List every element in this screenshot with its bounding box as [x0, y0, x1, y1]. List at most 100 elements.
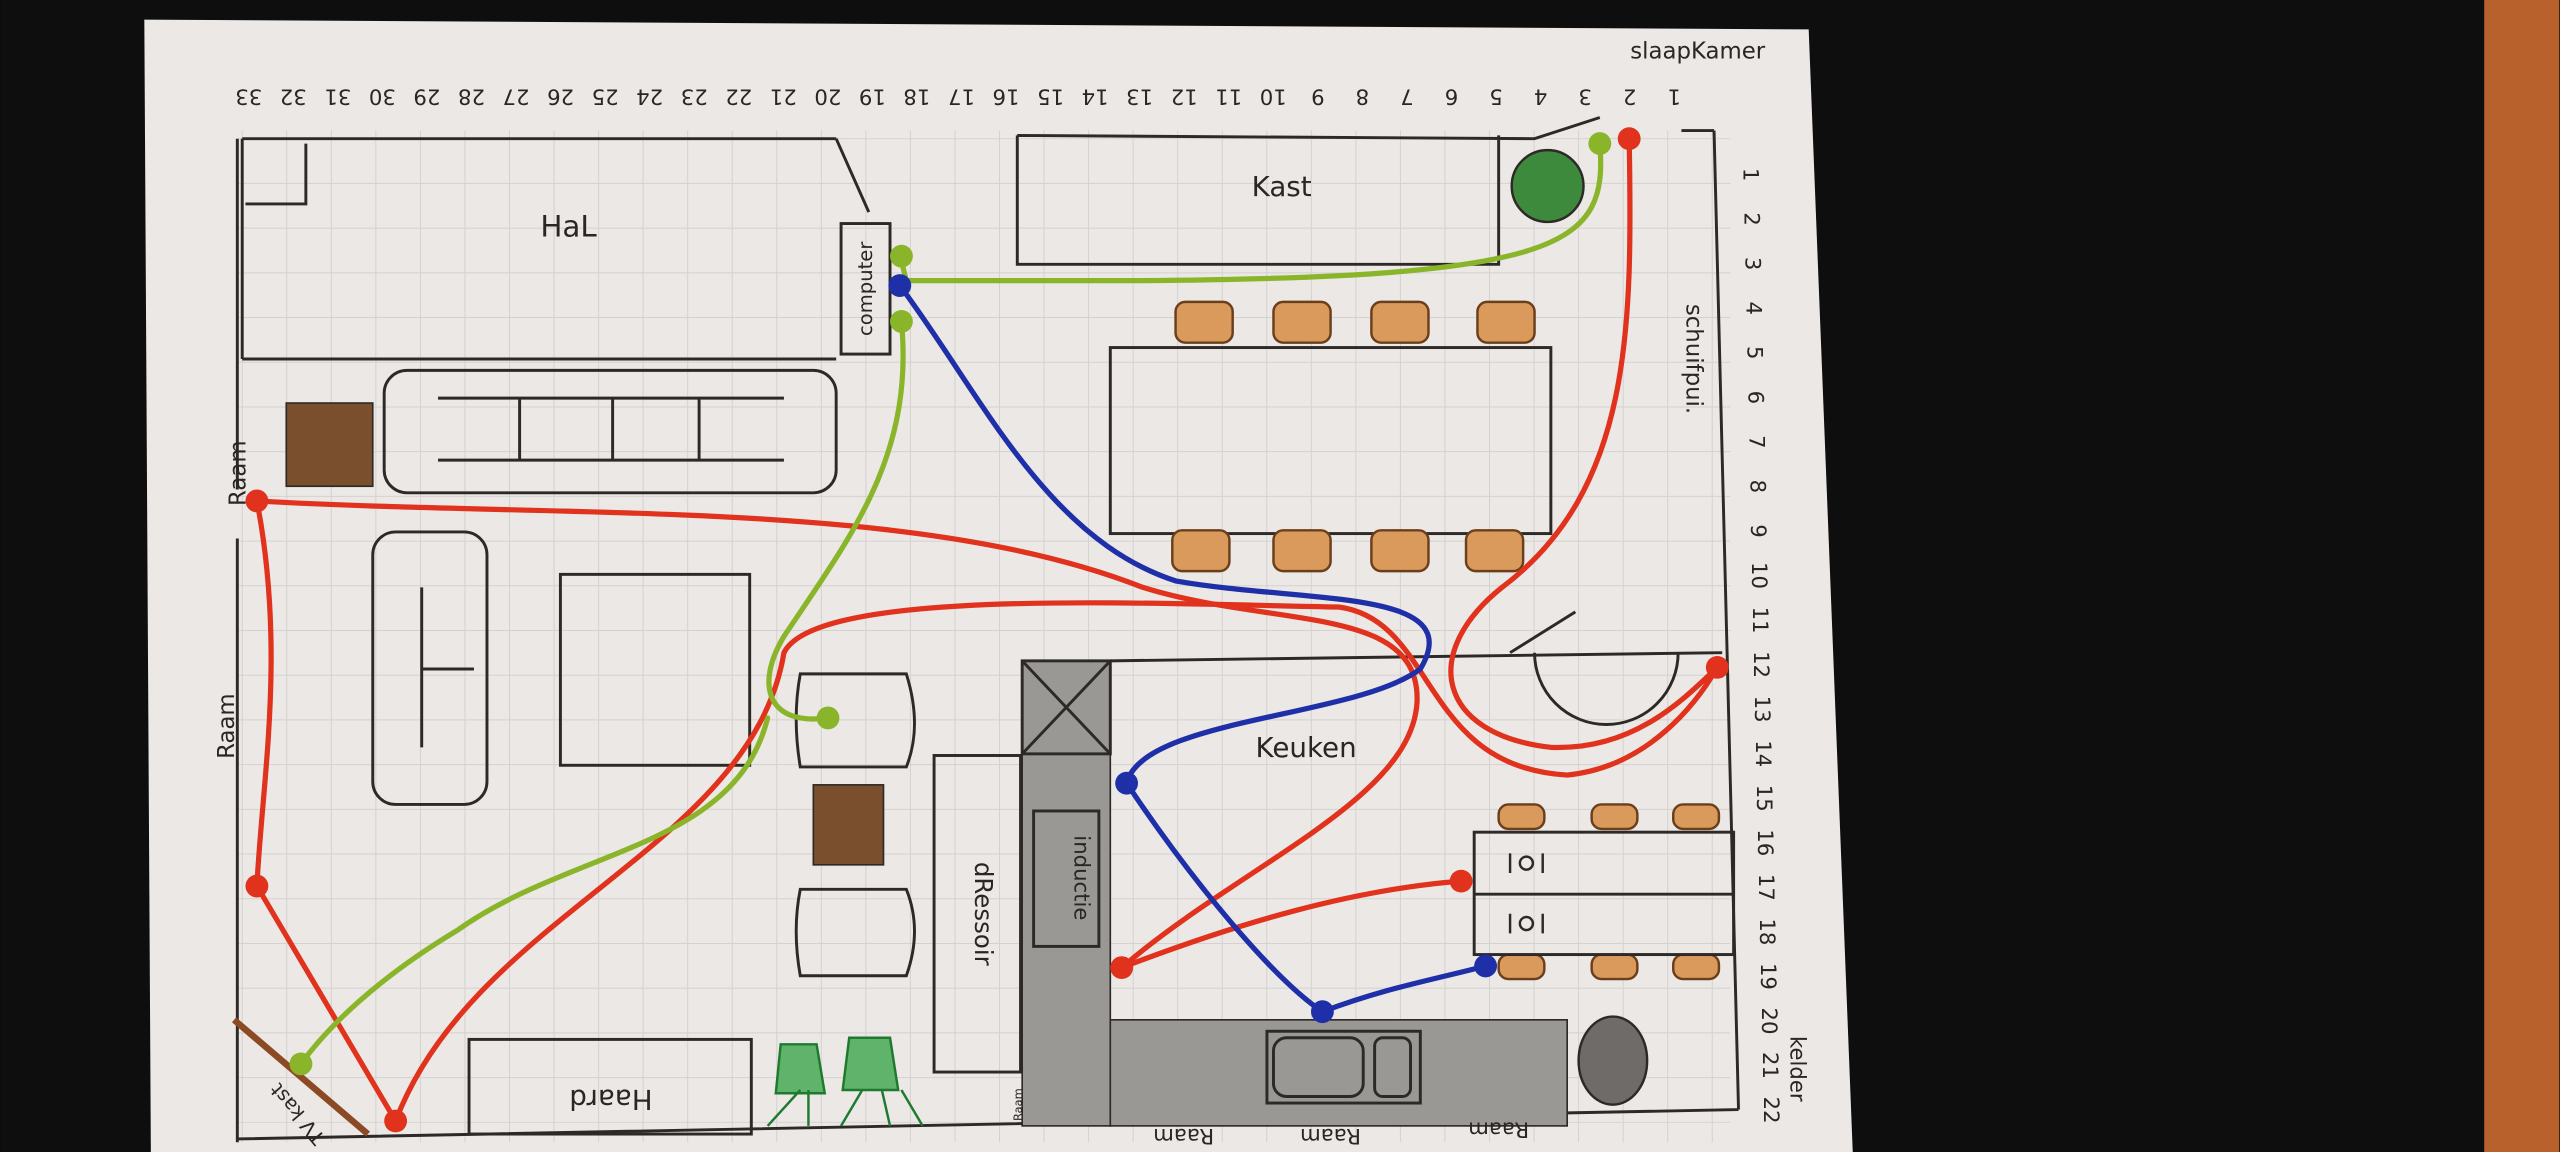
armchair [794, 672, 916, 769]
ruler-number: 13 [1126, 84, 1153, 109]
ruler-number: 31 [324, 84, 351, 109]
chair [1174, 300, 1234, 344]
ruler-number: 8 [1744, 480, 1769, 494]
ruler-number: 17 [948, 84, 975, 109]
ruler-number: 19 [859, 84, 886, 109]
chair [1464, 529, 1525, 573]
side-table [285, 402, 374, 488]
raam-label-bottom-3: Raam [1468, 1117, 1529, 1142]
ruler-number: 12 [1171, 84, 1198, 109]
blue-connection-dot [888, 274, 912, 297]
ruler-number: 2 [1738, 212, 1763, 226]
raam-label-bottom-1: Raam [1153, 1123, 1214, 1148]
computer-label: computer [854, 241, 877, 336]
ruler-number: 15 [1037, 84, 1064, 109]
schuifpui-label: schuifpui. [1680, 304, 1706, 414]
red-connection-dot [1705, 655, 1729, 679]
ruler-number: 4 [1740, 301, 1765, 315]
green-wires [298, 140, 1604, 1067]
red-connection-dot [245, 489, 269, 513]
chair [1272, 529, 1332, 573]
green-wire [298, 715, 771, 1067]
green-connection-dot [890, 244, 913, 268]
ruler-number: 18 [903, 84, 930, 109]
green-connection-dot [1588, 132, 1612, 156]
green-wire [766, 318, 906, 722]
slaapkamer-label: slaapKamer [1630, 39, 1766, 65]
inductie-label: inductie [1068, 835, 1093, 920]
chair [1370, 529, 1430, 573]
ruler-number: 11 [1747, 607, 1772, 634]
kast: Kast [1015, 116, 1601, 266]
ruler-number: 25 [592, 84, 619, 109]
red-wire [254, 498, 399, 1124]
ruler-number: 3 [1739, 257, 1764, 271]
raam-label-bottom-2: Raam [1300, 1123, 1361, 1148]
small-dining-table [1472, 830, 1736, 957]
blue-connection-dot [1311, 1000, 1334, 1024]
green-connection-dot [289, 1052, 313, 1076]
chair [1672, 953, 1721, 981]
ruler-number: 24 [636, 84, 663, 109]
ruler-number: 30 [369, 84, 396, 109]
ruler-number: 11 [1215, 84, 1242, 109]
ruler-number: 15 [1751, 785, 1776, 812]
ruler-number: 3 [1578, 84, 1592, 109]
ruler-number: 20 [814, 84, 841, 109]
red-wires [254, 136, 1720, 1124]
red-connection-dot [384, 1109, 408, 1133]
ruler-number: 2 [1623, 84, 1637, 109]
ruler-number: 7 [1743, 435, 1768, 449]
haard-label: Haard [569, 1083, 652, 1116]
chair [1590, 953, 1639, 981]
ruler-number: 23 [681, 84, 708, 109]
ruler-number: 5 [1489, 84, 1503, 109]
coffee-table [558, 572, 752, 767]
plant-icon [1510, 148, 1585, 224]
ruler-number: 1 [1737, 168, 1762, 182]
chair [1171, 529, 1231, 573]
red-wire [1448, 136, 1720, 750]
plants [766, 1036, 924, 1127]
red-wire [1119, 878, 1464, 971]
red-connection-dot [1449, 869, 1473, 893]
ruler-number: 8 [1356, 84, 1370, 109]
ruler-number: 1 [1667, 84, 1681, 109]
chair [1476, 300, 1536, 344]
hal-label: HaL [540, 210, 597, 244]
trash-bin [1577, 1015, 1649, 1106]
sofa [382, 368, 838, 495]
red-wire [392, 600, 1720, 1124]
ruler-number: 32 [280, 84, 307, 109]
red-connection-dot [245, 874, 269, 898]
ruler-number: 13 [1749, 696, 1774, 723]
ruler-number: 16 [1752, 829, 1777, 856]
ruler-number: 27 [503, 84, 530, 109]
ruler-number: 22 [1758, 1097, 1783, 1124]
chair [1272, 300, 1332, 344]
chair [1672, 803, 1721, 831]
door-swing [1509, 610, 1680, 726]
armchair-sofa [371, 530, 489, 806]
ruler-number: 20 [1756, 1007, 1781, 1034]
kitchen-counter [1109, 1019, 1568, 1127]
ruler-number: 22 [725, 84, 752, 109]
chair [1497, 803, 1546, 831]
ruler-number: 16 [993, 84, 1020, 109]
wooden-edge [2484, 0, 2560, 1152]
ruler-number: 14 [1082, 84, 1109, 109]
ruler-number: 28 [458, 84, 485, 109]
red-connection-dot [1110, 956, 1134, 980]
chair [1590, 803, 1639, 831]
raam-label-left-mid: Raam [214, 693, 240, 759]
ruler-number: 4 [1534, 84, 1548, 109]
ruler-number: 21 [770, 84, 797, 109]
chair [1370, 300, 1430, 344]
kelder-label: kelder [1785, 1036, 1810, 1102]
outer-walls [235, 129, 1740, 1143]
ruler-number: 21 [1757, 1052, 1782, 1079]
ruler-number: 6 [1445, 84, 1459, 109]
ruler-number: 26 [547, 84, 574, 109]
